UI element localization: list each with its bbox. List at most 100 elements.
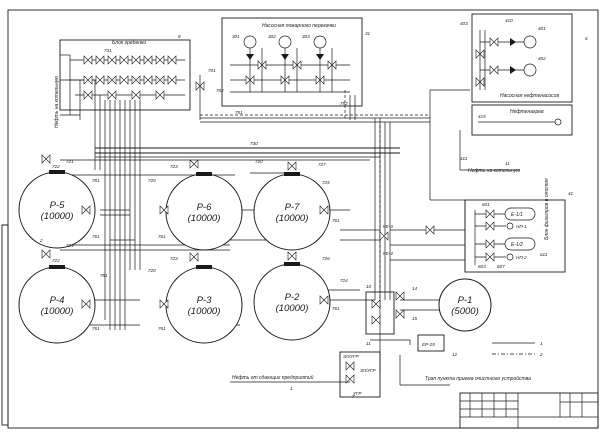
oil-pumps-title: Насосная нефтенасосов <box>500 93 559 99</box>
tank-p6-capacity: (10000) <box>188 213 221 224</box>
tank-p2-capacity: (10000) <box>276 303 309 314</box>
tag-720-c: 720 <box>255 159 263 164</box>
filter-e12-label: Е-1/2 <box>511 242 523 248</box>
tag-10: 10 <box>366 284 372 289</box>
np1-label: НП-1 <box>516 224 527 229</box>
tank-p5: Р-5 (10000) <box>18 170 96 249</box>
tag-761-c: 761 <box>158 234 166 239</box>
pipelines <box>60 54 520 386</box>
tank-p6-name: Р-6 <box>197 202 213 213</box>
tank-p7: Р-7 (10000) <box>253 172 331 251</box>
tag-402: 402 <box>538 56 546 61</box>
tag-8: 8 <box>178 34 181 39</box>
tag-761-b: 761 <box>92 326 100 331</box>
fire-pump-2-icon <box>278 35 292 49</box>
tag-722-a: 722 <box>52 164 60 169</box>
tank-p1: Р-1 (5000) <box>438 278 492 332</box>
tank-p5-name: Р-5 <box>50 200 66 211</box>
tag-701: 701 <box>208 68 216 73</box>
tag-761-d: 761 <box>158 326 166 331</box>
oil-pump-2-icon <box>523 63 537 77</box>
ugr1-label: ЗЛ/УГР <box>343 354 360 359</box>
treatment-title: Блок фильтров и отстоя <box>544 178 550 240</box>
tag-31: 31 <box>365 31 371 36</box>
tag-731: 731 <box>104 48 112 53</box>
fire-pumps-title: Насосная пожарного перекачки <box>262 23 336 29</box>
tag-410: 410 <box>505 18 513 23</box>
title-block <box>459 392 599 429</box>
tag-725: 725 <box>322 180 330 185</box>
tag-726: 726 <box>322 256 330 261</box>
tank-p3-capacity: (10000) <box>188 306 221 317</box>
filter-block-left <box>365 291 395 335</box>
ugr-unit: ЗЛ/УГР ЗЛ/УГР УГР <box>339 351 381 398</box>
oil-pump-1-icon <box>523 35 537 49</box>
oil-heater-block: Нефтенагрев 415 <box>471 104 573 136</box>
legend-item-1: 1 <box>540 341 543 346</box>
tag-11-b: 11 <box>505 161 510 166</box>
tag-702: 702 <box>216 88 224 93</box>
tag-601: 601 <box>482 202 490 207</box>
tag-6: 6 <box>585 36 588 41</box>
tag-403: 403 <box>460 21 468 26</box>
tag-415: 415 <box>478 114 486 119</box>
tank-p4-capacity: (10000) <box>41 306 74 317</box>
tag-723-a: 723 <box>170 164 178 169</box>
tag-2: 2 <box>39 238 43 243</box>
heater-outlet-icon <box>554 118 562 126</box>
tank-p1-name: Р-1 <box>458 295 473 306</box>
pipe-tags: 722 722 721 721 723 723 727 725 726 724 … <box>39 31 588 399</box>
tag-723-b: 723 <box>170 256 178 261</box>
tag-401: 401 <box>538 26 546 31</box>
fire-pump-block: Насосная пожарного перекачки 301 302 303 <box>221 17 363 107</box>
tag-724: 724 <box>340 278 348 283</box>
tank-p1-capacity: (5000) <box>451 306 478 317</box>
tag-721-a: 721 <box>66 243 74 248</box>
tag-41: 41 <box>568 191 574 196</box>
tank-p6: Р-6 (10000) <box>165 172 243 251</box>
tag-302: 302 <box>268 34 276 39</box>
tag-721-b: 721 <box>66 159 74 164</box>
manifold-valves <box>83 55 177 100</box>
fire-pump-1-icon <box>243 35 257 49</box>
tag-761-e: 761 <box>332 218 340 223</box>
ugr3-label: УГР <box>353 391 362 396</box>
fire-pump-3-icon <box>313 35 327 49</box>
oil-boiler-note: Нефть на котельную <box>468 168 520 174</box>
tank-p2: Р-2 (10000) <box>253 262 331 341</box>
np2-label: НП-2 <box>516 255 527 260</box>
oil-pump-block: Насосная нефтенасосов 401 402 410 403 <box>460 13 573 103</box>
ke3-label: КЕ-3 <box>383 224 393 229</box>
treatment-block: Е-1/1 Е-1/2 НП-1 НП-2 603 607 601 611 Бл… <box>464 178 566 273</box>
oil-heater-title: Нефтенагрев <box>510 109 544 115</box>
tag-727: 727 <box>318 162 326 167</box>
drain-note: Трап пункта приема очистного устройства <box>425 375 531 382</box>
tag-12: 12 <box>452 352 458 357</box>
tag-303: 303 <box>302 34 310 39</box>
tag-722-b: 722 <box>52 258 60 263</box>
tank-p3: Р-3 (10000) <box>165 265 243 344</box>
ugr2-label: ЗЛ/УГР <box>360 368 377 373</box>
tank-valves <box>41 81 435 319</box>
tag-752: 752 <box>340 101 348 106</box>
tag-761-f: 761 <box>332 306 340 311</box>
tank-p2-name: Р-2 <box>285 292 301 303</box>
sheet-border <box>7 9 599 429</box>
legend-item-2: 2 <box>539 352 543 357</box>
ke4-label: КЕ-4 <box>383 251 393 256</box>
tag-751: 751 <box>235 110 243 115</box>
tag-781-a: 781 <box>92 178 100 183</box>
dashed-lines <box>200 90 430 310</box>
tag-781-b: 781 <box>100 273 108 278</box>
tank-p5-capacity: (10000) <box>41 211 74 222</box>
tank-p4: Р-4 (10000) <box>18 265 96 344</box>
left-side-note: Нефть на котельную <box>54 76 60 128</box>
np1-pump-icon <box>506 222 514 230</box>
tag-15: 15 <box>412 316 418 321</box>
er25-label: ЕР-25 <box>422 342 435 347</box>
legend: 1 2 <box>492 341 543 357</box>
tag-1: 1 <box>290 386 293 391</box>
left-margin-strip <box>1 224 9 426</box>
tank-p7-capacity: (10000) <box>276 213 309 224</box>
